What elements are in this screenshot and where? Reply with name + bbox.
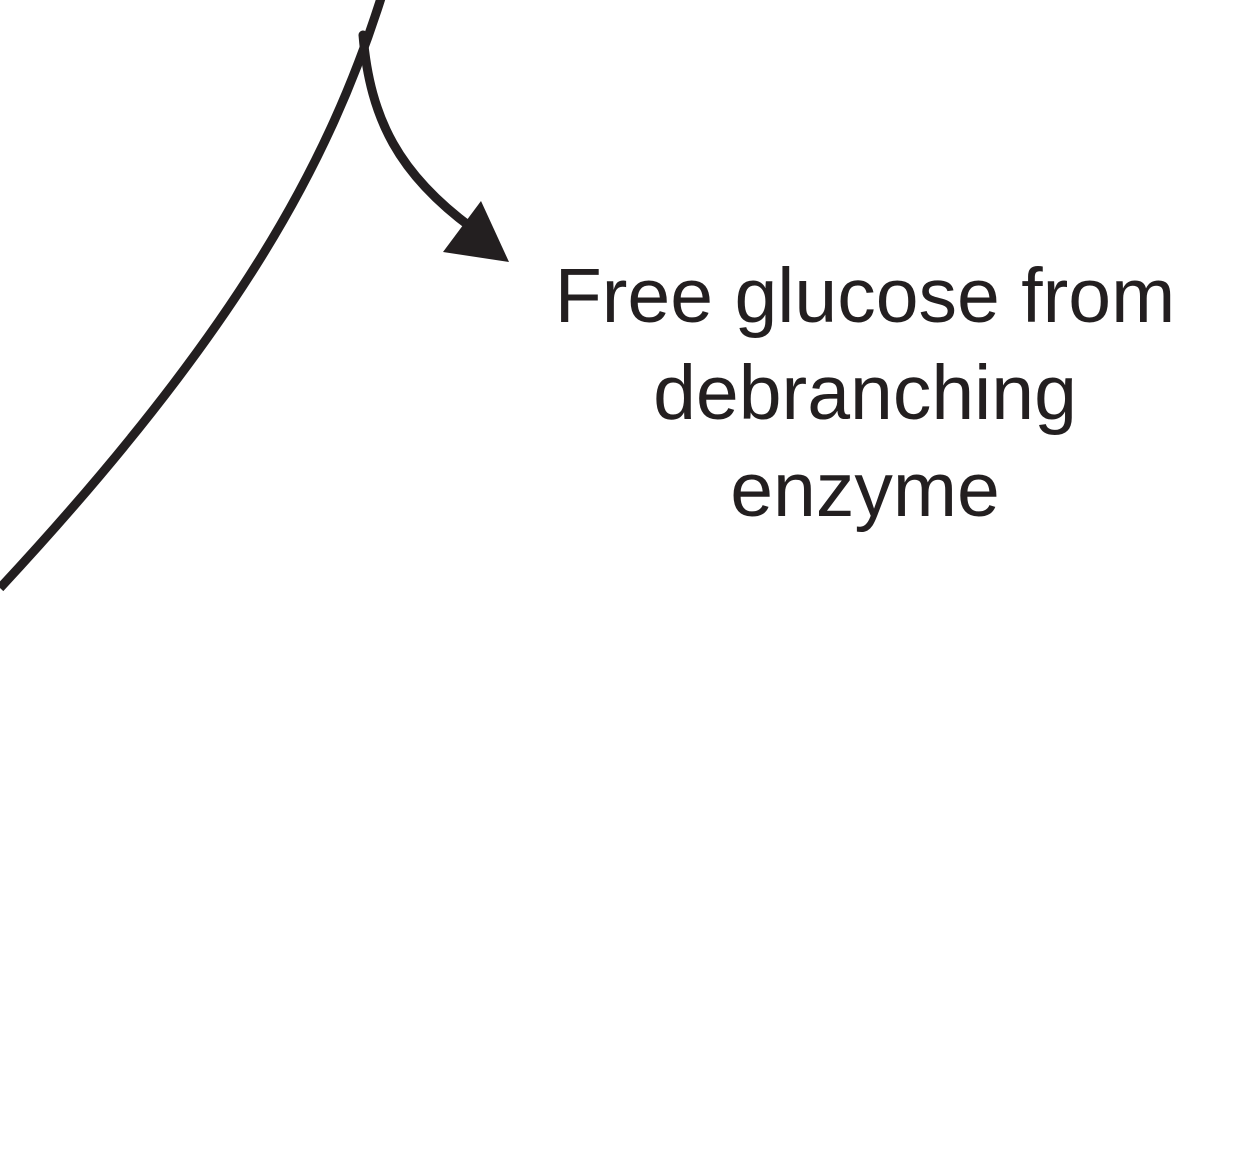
label-line-1: Free glucose from: [554, 253, 1176, 339]
label-line-2: debranching: [653, 350, 1077, 436]
free-glucose-label: Free glucose from debranching enzyme: [500, 248, 1230, 539]
label-line-3: enzyme: [730, 447, 1000, 533]
release-arrow-shaft: [358, 30, 477, 233]
glycogen-chain-curve: [0, 0, 386, 592]
release-arrow-head: [443, 201, 509, 262]
